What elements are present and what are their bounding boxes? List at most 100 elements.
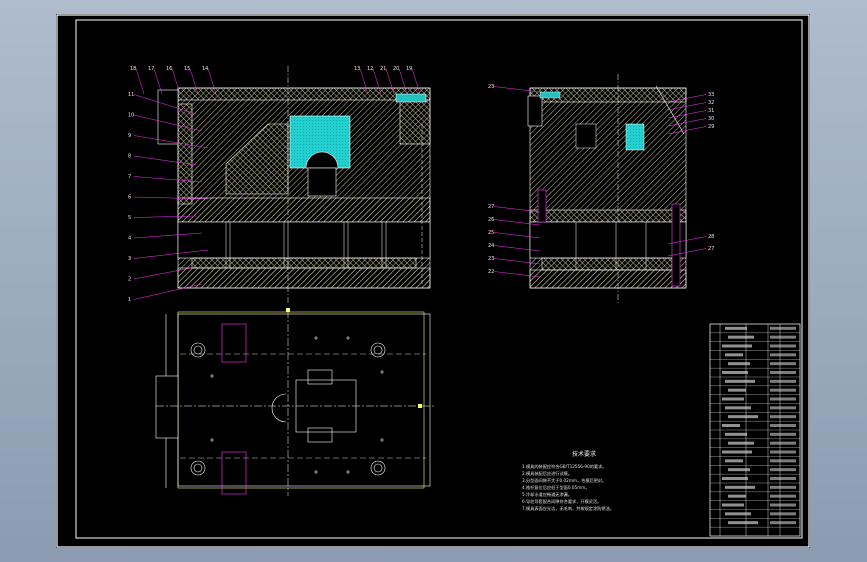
side-right-label: 27 [708,246,714,252]
note-3: 3.分型面间隙不大于0.02mm，合模后密封。 [522,477,606,484]
title-block-cell-text [722,371,748,374]
title-block-cell-text [770,459,796,463]
title-block-cell-text [725,512,751,516]
title-block-cell-text [725,432,747,436]
front-left-label: 3 [128,256,131,262]
side-right-label: 29 [708,124,714,130]
leader-line [135,68,145,95]
title-block-cell-text [770,450,796,454]
leader-line [667,236,707,245]
title-block-cell-text [728,441,754,445]
title-block-cell-text [770,326,796,330]
leader-line [133,94,197,115]
title-block-cell-text [770,371,796,374]
side-left-label: 24 [488,243,494,249]
title-block-cell-text [770,468,796,472]
front-top-label: 12 [367,66,373,72]
side-right-label: 31 [708,108,714,114]
technical-notes: 技术要求 1.模具的装配应符合GB/T12556-90的要求。 2.模具装配后应… [522,450,614,512]
front-left-label: 8 [128,154,131,160]
title-block-cell-text [770,441,796,445]
side-section-view [527,74,687,304]
title-block-cell-text [722,477,748,480]
leader-line [372,68,382,95]
front-left-label: 4 [128,236,131,242]
leader-line [493,258,541,265]
front-section-view [157,66,431,304]
technical-notes-title: 技术要求 [572,450,596,458]
leader-line [133,135,209,149]
front-top-label: 17 [148,66,154,72]
side-left-label: 25 [488,230,494,236]
title-block-cell-text [728,521,758,525]
leader-line [133,266,197,280]
drawing-sheet[interactable]: 技术要求 1.模具的装配应符合GB/T12556-90的要求。 2.模具装配后应… [56,14,810,548]
note-5: 5.冷却水道应畅通无渗漏。 [522,491,572,498]
side-right-label: 33 [708,92,714,98]
outer-frame [56,14,810,548]
note-6: 6.导柱导套配合间隙符合要求，开模灵活。 [522,498,601,505]
side-left-label: 23 [488,84,494,90]
leader-line [667,248,707,257]
leader-line [493,219,541,226]
title-block [709,323,801,537]
title-block-cell-text [770,521,796,525]
side-left-label: 22 [488,269,494,275]
leader-line [133,176,203,183]
title-block-cell-text [728,415,758,419]
leader-line [493,206,541,213]
leader-line [493,232,541,239]
leader-line [667,118,707,127]
side-left-label: 27 [488,204,494,210]
note-4: 4.推杆复位后应低于型面0.05mm。 [522,484,590,491]
leader-line [171,68,181,95]
title-block-cell-text [770,406,796,410]
leader-line [385,68,395,95]
plan-view [155,308,436,496]
leader-line [667,126,707,135]
note-2: 2.模具装配后应进行试模。 [522,470,572,477]
front-left-label: 10 [128,113,134,119]
leader-line [133,215,197,218]
title-block-cell-text [770,397,796,401]
front-left-label: 6 [128,195,131,201]
title-block-cell-text [770,512,796,516]
leader-line [133,196,209,200]
front-top-label: 20 [393,66,399,72]
front-left-label: 11 [128,92,134,98]
title-block-cell-text [722,344,752,348]
title-block-cell-text [770,494,796,498]
title-block-cell-text [770,362,796,366]
title-block-cell-text [770,424,796,427]
leader-line [493,245,541,252]
front-left-label: 2 [128,277,131,283]
leader-line [153,68,163,95]
title-block-cell-text [770,379,796,383]
leader-line [133,114,203,132]
leader-line [411,68,421,95]
leader-line [189,68,199,95]
side-left-label: 26 [488,217,494,223]
leader-line [133,249,209,259]
title-block-cell-text [728,468,750,472]
front-top-label: 15 [184,66,190,72]
leader-line [667,102,707,111]
title-block-cell-text [722,450,752,454]
front-left-label: 9 [128,133,131,139]
title-block-cell-text [728,388,746,392]
side-left-label: 23 [488,256,494,262]
title-block-cell-text [722,503,744,507]
leader-line [493,86,541,93]
title-block-cell-text [725,485,755,489]
side-right-label: 28 [708,234,714,240]
leader-line [493,271,541,278]
leader-line [207,68,217,95]
title-block-cell-text [725,459,743,463]
front-top-label: 14 [202,66,208,72]
title-block-cell-text [725,379,755,383]
front-top-label: 21 [380,66,386,72]
title-block-cell-text [770,477,796,480]
side-right-label: 32 [708,100,714,106]
